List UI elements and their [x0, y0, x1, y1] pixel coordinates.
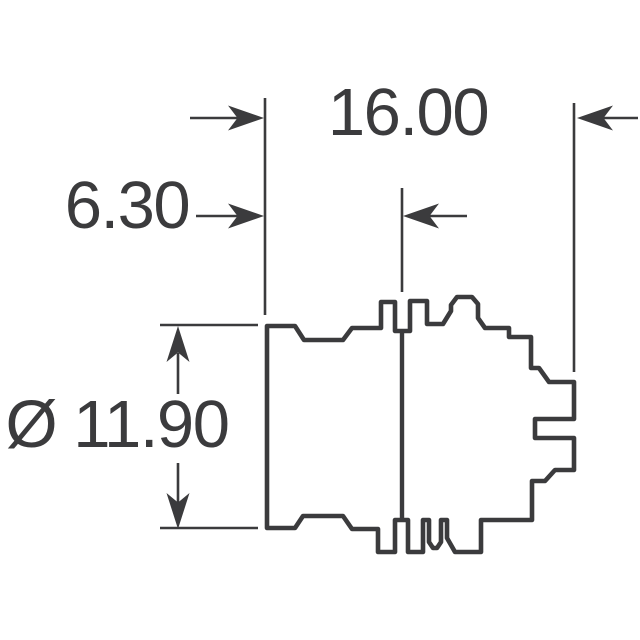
arrowhead-down-icon [166, 493, 190, 529]
dimension-label-bushing-length: 6.30 [64, 167, 191, 243]
arrowhead-right-icon [228, 203, 264, 229]
arrowhead-up-icon [166, 326, 190, 362]
arrowhead-left-icon [403, 203, 439, 229]
part-outline [264, 294, 577, 555]
dimension-label-diameter: Ø 11.90 [5, 386, 230, 462]
dimension-lines [176, 116, 638, 503]
arrowhead-left-icon [577, 105, 613, 131]
extension-lines [160, 98, 576, 530]
dimension-label-overall-width: 16.00 [327, 74, 490, 150]
arrowhead-right-icon [228, 105, 264, 131]
arrowheads [166, 105, 613, 529]
